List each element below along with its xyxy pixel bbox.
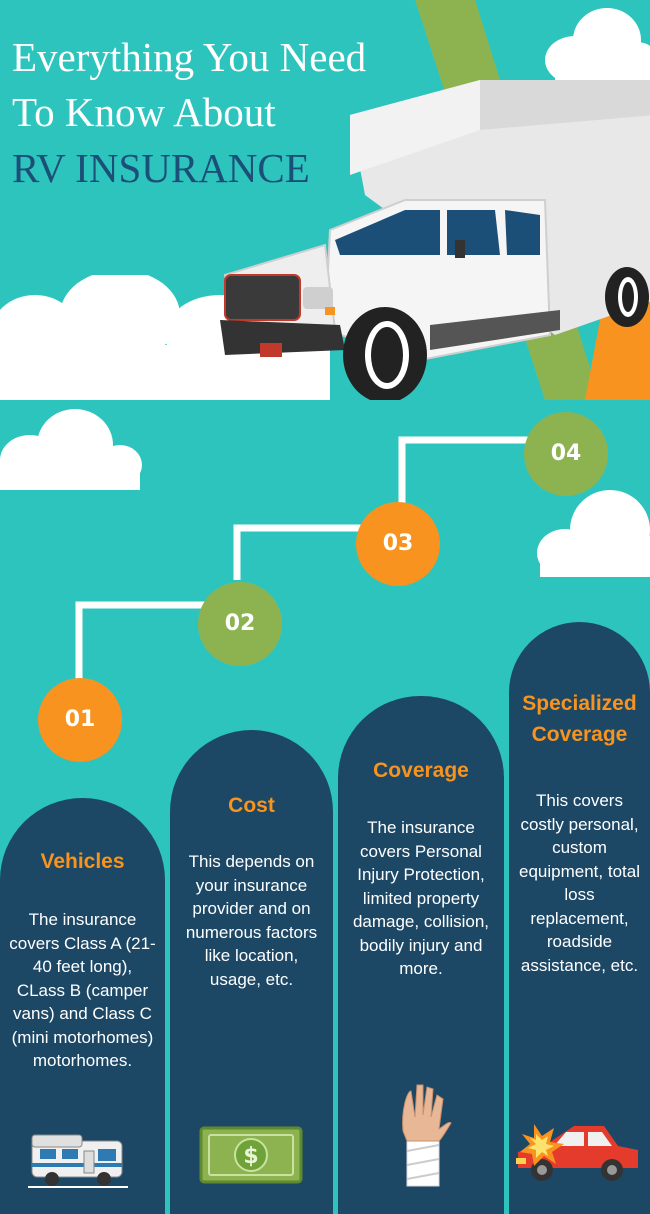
pillar-vehicles: Vehicles The insurance covers Class A (2… (0, 798, 165, 1214)
bandaged-hand-icon (402, 1084, 452, 1187)
pillar-specialized-coverage: Specialized Coverage This covers costly … (509, 622, 650, 1214)
pillar-cost: Cost This depends on your insurance prov… (170, 730, 333, 1214)
pillar-coverage: Coverage The insurance covers Personal I… (338, 696, 504, 1214)
cloud-icon (537, 490, 650, 577)
step-number-01: 01 (38, 678, 122, 762)
pillar-heading: Cost (228, 794, 275, 817)
step-connector-line (75, 436, 540, 690)
pillar-body: The insurance covers Personal Injury Pro… (352, 818, 490, 978)
dollar-bill-icon: $ (199, 1126, 303, 1184)
pillar-heading: Specialized Coverage (522, 692, 637, 746)
step-number-02: 02 (198, 582, 282, 666)
pillar-heading: Coverage (373, 759, 469, 782)
hero-banner: Everything You Need To Know About RV INS… (0, 0, 650, 400)
pillar-body: This covers costly personal, custom equi… (519, 791, 640, 975)
motorhome-icon (28, 1134, 128, 1188)
crashed-car-icon (516, 1124, 638, 1181)
hero-title-line-1: Everything You Need (12, 34, 367, 80)
steps-section: 01 02 03 04 Vehicles The insurance cover… (0, 400, 650, 1214)
pillar-body: This depends on your insurance provider … (185, 852, 318, 989)
pillar-heading: Vehicles (40, 850, 125, 873)
pillar-body: The insurance covers Class A (21-40 feet… (9, 910, 156, 1070)
step-number-04: 04 (524, 412, 608, 496)
svg-text:$: $ (243, 1144, 258, 1169)
hero-title-line-2: To Know About (12, 89, 276, 135)
moving-truck-illustration (220, 80, 650, 400)
step-number-03: 03 (356, 502, 440, 586)
hero-title-line-3: RV INSURANCE (12, 145, 310, 191)
cloud-icon (0, 409, 142, 490)
cloud-icon (0, 275, 330, 400)
